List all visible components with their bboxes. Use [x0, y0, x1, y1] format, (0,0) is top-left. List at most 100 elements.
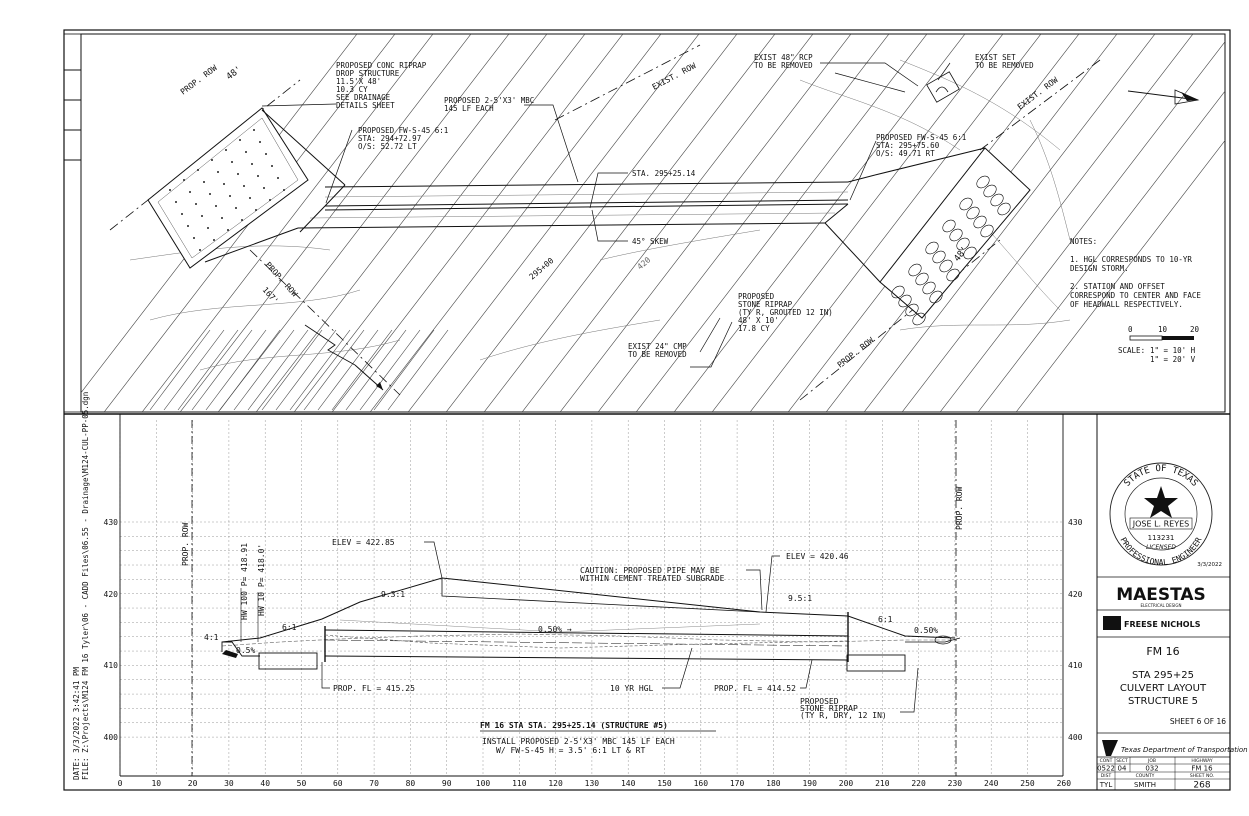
- file-path: FILE: Z:\Projects\M124 FM 16 Tyler\06 - …: [81, 392, 90, 780]
- y-tick-right-430: 430: [1068, 518, 1083, 527]
- culvert-barrels: [297, 181, 849, 229]
- y-tick-left-420: 420: [104, 590, 119, 599]
- seal-date: 3/3/2022: [1197, 562, 1222, 568]
- exist-row-line-right: [979, 59, 1101, 151]
- label-exist-row-right: EXIST. ROW: [1016, 75, 1060, 111]
- y-axis-ticks-right: 430 420 410 400: [1068, 518, 1083, 742]
- label-slope-951: 9.5:1: [788, 594, 812, 603]
- freese-nichols-logo: [1103, 616, 1121, 630]
- label-48-left: 48': [225, 65, 244, 83]
- label-hgl: 10 YR HGL: [610, 684, 654, 693]
- svg-text:0: 0: [1128, 325, 1133, 334]
- x-tick-40: 40: [260, 779, 270, 788]
- svg-text:STATE OF TEXAS: STATE OF TEXAS: [1123, 464, 1200, 489]
- scale-bar: 0 10 20 SCALE: 1" = 10' H 1" = 20' V: [1118, 325, 1200, 364]
- label-167: 167': [261, 285, 281, 305]
- svg-text:SHEET NO.: SHEET NO.: [1190, 773, 1214, 779]
- label-prop-row-right: PROP. ROW: [836, 336, 876, 370]
- svg-text:04: 04: [1118, 765, 1127, 773]
- svg-text:HIGHWAY: HIGHWAY: [1191, 758, 1213, 764]
- label-elev-right: ELEV = 420.46: [786, 552, 849, 561]
- svg-text:CONT: CONT: [1100, 758, 1113, 764]
- x-tick-110: 110: [512, 779, 527, 788]
- plan-view: PROP. ROW 48' PROP. ROW 167' EXIST. ROW …: [81, 34, 1225, 412]
- svg-text:SMITH: SMITH: [1134, 781, 1156, 789]
- firm-freese-nichols: FREESE NICHOLS: [1124, 620, 1201, 629]
- svg-text:NOTES:: NOTES:: [1070, 237, 1097, 246]
- svg-text:1" = 10' H: 1" = 10' H: [1150, 346, 1196, 355]
- seal-name: JOSE L. REYES: [1132, 520, 1190, 529]
- label-slope-05-right: 0.50%: [914, 626, 938, 635]
- y-tick-right-410: 410: [1068, 661, 1083, 670]
- x-tick-80: 80: [406, 779, 416, 788]
- svg-text:JOB: JOB: [1147, 758, 1156, 764]
- north-arrow: [1127, 89, 1200, 105]
- firm-maestas-sub: ELECTRICAL DESIGN: [1141, 603, 1182, 608]
- label-slope-4-1: 4:1: [204, 633, 219, 642]
- structure-title: FM 16 STA STA. 295+25.14 (STRUCTURE #5): [480, 721, 668, 730]
- existing-ground: [221, 633, 955, 647]
- x-tick-70: 70: [369, 779, 379, 788]
- seal-state: STATE OF TEXAS: [1123, 464, 1200, 489]
- y-tick-right-400: 400: [1068, 733, 1083, 742]
- callout-sta-center: STA. 295+25.14: [632, 169, 696, 178]
- y-tick-left-430: 430: [104, 518, 119, 527]
- file-date: DATE: 3/3/2022 3:42:41 PM: [72, 667, 81, 780]
- prop-row-line-right: [799, 239, 1001, 401]
- svg-text:10: 10: [1158, 325, 1168, 334]
- x-tick-100: 100: [476, 779, 491, 788]
- seal-licensed: LICENSED: [1146, 544, 1176, 551]
- break-line: [304, 324, 356, 366]
- x-tick-210: 210: [875, 779, 890, 788]
- x-tick-60: 60: [333, 779, 343, 788]
- info-table: CONT SECT JOB HIGHWAY DIST COUNTY SHEET …: [1097, 757, 1230, 791]
- label-slope-05-left: 0.5%: [236, 646, 255, 655]
- label-prop-fl-left: PROP. FL = 415.25: [333, 684, 415, 693]
- plan-leaders: [261, 62, 951, 368]
- x-tick-220: 220: [911, 779, 926, 788]
- label-prop-fl-right: PROP. FL = 414.52: [714, 684, 796, 693]
- seal-number: 113231: [1148, 534, 1175, 542]
- install-note: INSTALL PROPOSED 2-5'X3' MBC 145 LF EACH…: [482, 737, 675, 755]
- svg-text:268: 268: [1193, 781, 1210, 791]
- x-tick-200: 200: [839, 779, 854, 788]
- label-slope-6-1-right: 6:1: [878, 615, 893, 624]
- pipe-top: [324, 629, 849, 637]
- x-tick-140: 140: [621, 779, 636, 788]
- riprap-stones: [891, 175, 1011, 326]
- drop-structure-dots: [169, 129, 285, 251]
- label-hw100: HW 100 P= 418.91: [240, 543, 249, 620]
- label-slope-6-1-left: 6:1: [282, 623, 297, 632]
- right-footing: [846, 654, 906, 672]
- hgl-line: [324, 634, 849, 649]
- stone-riprap-plan: [879, 147, 1031, 319]
- x-tick-230: 230: [948, 779, 963, 788]
- agency-name: Texas Department of Transportation: [1121, 746, 1248, 754]
- label-profile-row-left: PROP. ROW: [181, 522, 190, 566]
- project-name: FM 16: [1146, 645, 1179, 658]
- y-tick-left-400: 400: [104, 733, 119, 742]
- svg-text:1" = 20' V: 1" = 20' V: [1150, 355, 1196, 364]
- firm-maestas: MAESTAS: [1116, 585, 1206, 605]
- svg-text:FM 16: FM 16: [1191, 765, 1213, 773]
- sheet-number: SHEET 6 OF 16: [1170, 717, 1226, 726]
- prop-row-line-bottom: [249, 249, 401, 396]
- title-block: STATE OF TEXAS PROFESSIONAL ENGINEER JOS…: [1097, 462, 1248, 791]
- y-tick-right-420: 420: [1068, 590, 1083, 599]
- svg-text:0522: 0522: [1097, 765, 1115, 773]
- y-tick-left-410: 410: [104, 661, 119, 670]
- x-tick-190: 190: [802, 779, 817, 788]
- x-tick-240: 240: [984, 779, 999, 788]
- callout-skew: 45° SKEW: [632, 237, 669, 246]
- label-profile-row-right: PROP. ROW: [955, 486, 964, 530]
